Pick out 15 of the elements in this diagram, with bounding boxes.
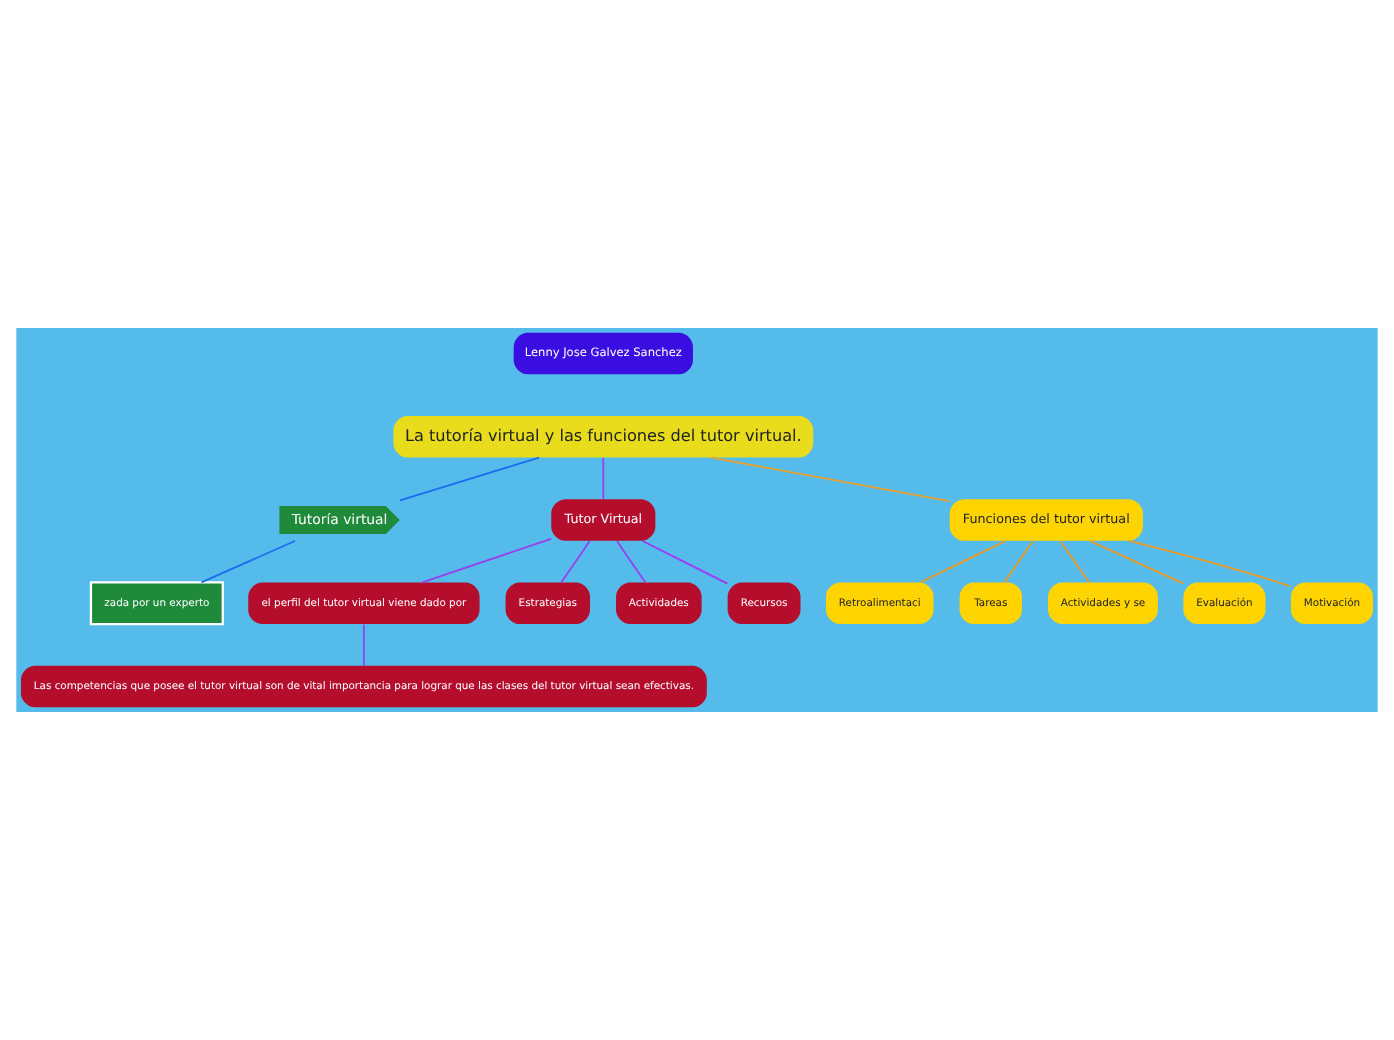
connector (616, 540, 647, 584)
node-box: La tutoría virtual y las funciones del tutor virtual. (393, 415, 814, 458)
connector (1128, 540, 1292, 588)
connector (399, 456, 540, 502)
connector (1003, 540, 1034, 584)
connector (1059, 540, 1090, 584)
connector (560, 540, 591, 584)
connector (421, 537, 552, 584)
connector (641, 540, 729, 585)
connector (1089, 540, 1184, 585)
connector (710, 456, 951, 502)
connector (200, 540, 296, 584)
connector (363, 623, 365, 667)
connector (919, 540, 1007, 584)
connector (602, 457, 605, 500)
